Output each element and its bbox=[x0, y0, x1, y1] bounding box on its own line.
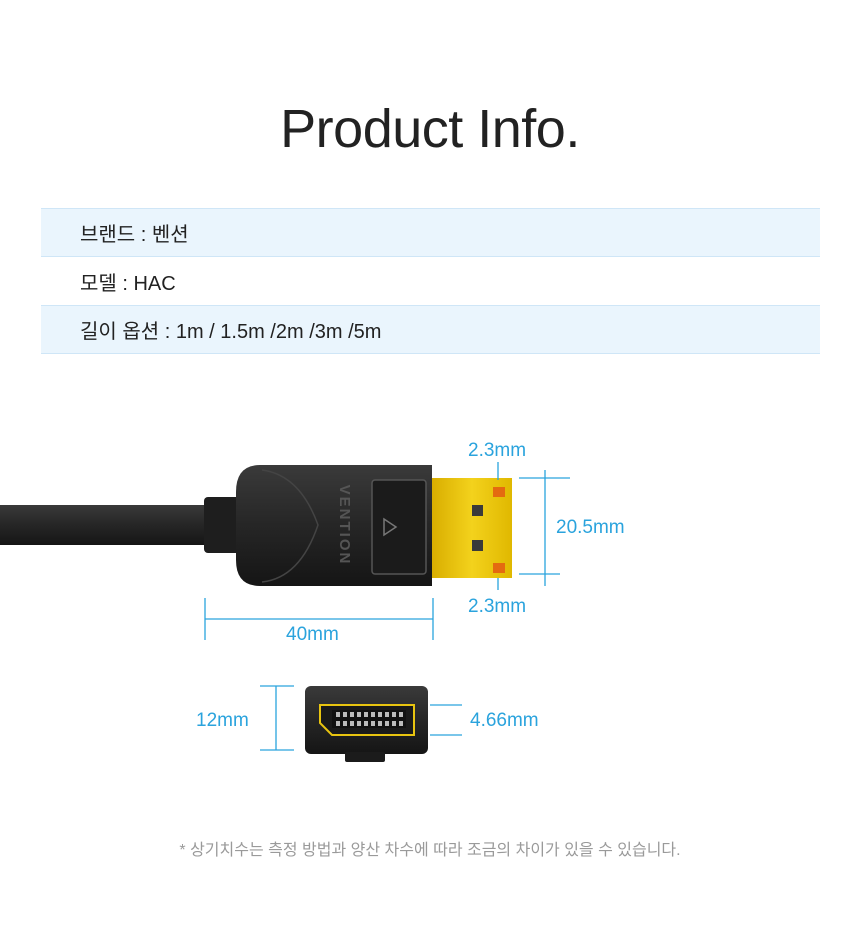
page-title: Product Info. bbox=[280, 99, 580, 159]
triangle-icon bbox=[383, 517, 398, 537]
spec-table: 브랜드 : 벤션 모델 : HAC 길이 옵션 : 1m / 1.5m /2m … bbox=[41, 208, 820, 354]
connector-pin bbox=[392, 721, 396, 726]
connector-pin bbox=[399, 712, 403, 717]
measurement-note: * 상기치수는 측정 방법과 양산 차수에 따라 조금의 차이가 있을 수 있습… bbox=[179, 842, 681, 859]
connector-pin bbox=[392, 712, 396, 717]
spec-row-length: 길이 옵션 : 1m / 1.5m /2m /3m /5m bbox=[41, 305, 820, 354]
cable bbox=[0, 497, 244, 553]
connector-housing: VENTION bbox=[236, 465, 432, 586]
pin-comb bbox=[336, 712, 403, 726]
spec-row-model: 모델 : HAC bbox=[41, 257, 820, 305]
svg-text:40mm: 40mm bbox=[286, 624, 339, 645]
dimension-side-height: 12mm bbox=[196, 685, 294, 751]
release-latch bbox=[371, 479, 427, 575]
dimension-port-height: 4.66mm bbox=[430, 704, 539, 736]
gold-plug bbox=[432, 478, 512, 578]
connector-pin bbox=[378, 721, 382, 726]
svg-text:4.66mm: 4.66mm bbox=[470, 710, 539, 731]
svg-text:20.5mm: 20.5mm bbox=[556, 517, 625, 538]
svg-text:12mm: 12mm bbox=[196, 710, 249, 731]
connector-pin bbox=[343, 721, 347, 726]
brand-mark: VENTION bbox=[336, 485, 353, 566]
connector-pin bbox=[357, 712, 361, 717]
dimension-pin-bottom: 2.3mm bbox=[468, 578, 526, 617]
connector-pin bbox=[357, 721, 361, 726]
connector-pin bbox=[385, 721, 389, 726]
dimension-pin-top: 2.3mm bbox=[468, 440, 526, 480]
connector-pin bbox=[399, 721, 403, 726]
connector-pin bbox=[350, 712, 354, 717]
svg-text:2.3mm: 2.3mm bbox=[468, 440, 526, 461]
connector-pin bbox=[371, 721, 375, 726]
connector-pin bbox=[350, 721, 354, 726]
connector-pin bbox=[336, 721, 340, 726]
connector-pin bbox=[385, 712, 389, 717]
dimension-plug-height: 20.5mm bbox=[519, 470, 625, 586]
svg-text:2.3mm: 2.3mm bbox=[468, 596, 526, 617]
connector-pin bbox=[364, 712, 368, 717]
connector-pin bbox=[378, 712, 382, 717]
connector-pin bbox=[364, 721, 368, 726]
connector-pin bbox=[371, 712, 375, 717]
dimension-body-length: 40mm bbox=[204, 598, 434, 645]
connector-pin bbox=[336, 712, 340, 717]
connector-pin bbox=[343, 712, 347, 717]
spec-row-brand: 브랜드 : 벤션 bbox=[41, 208, 820, 257]
